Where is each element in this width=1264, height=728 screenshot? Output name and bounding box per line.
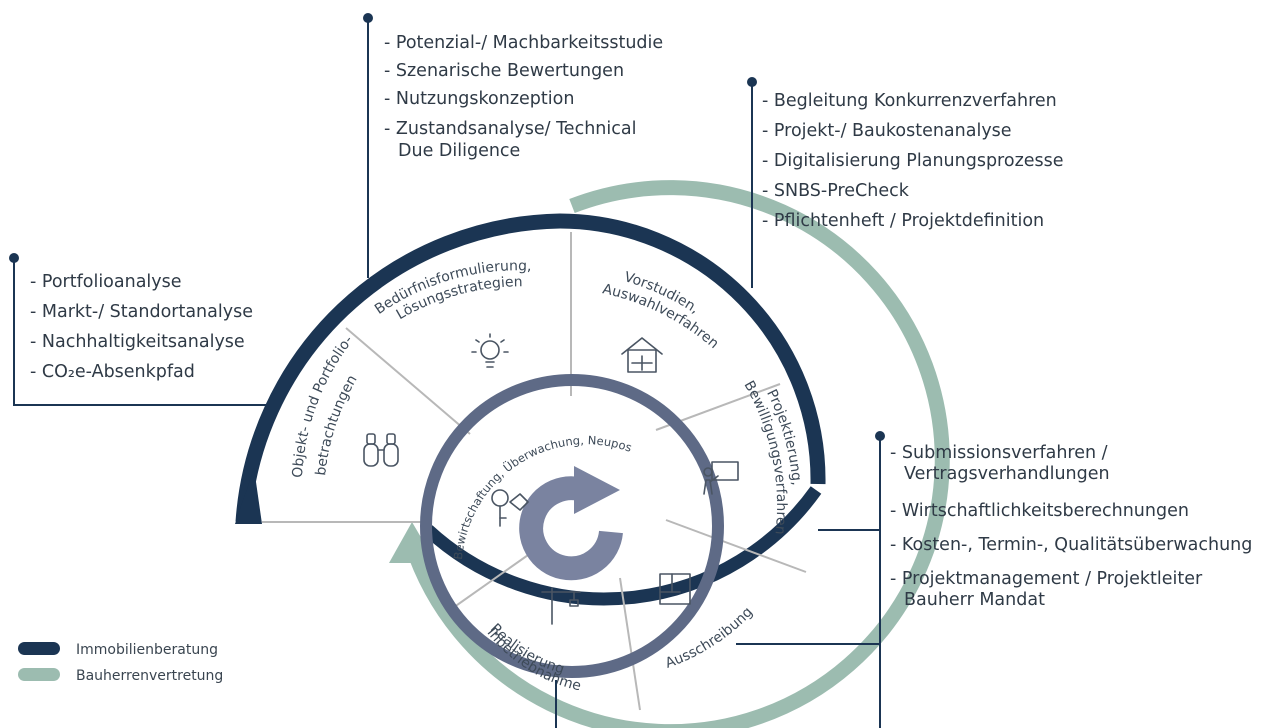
callout-top-item: - Potenzial-/ Machbarkeitsstudie <box>384 33 663 53</box>
callout-right-top-item: - Projekt-/ Baukostenanalyse <box>762 121 1012 141</box>
segment-dividers <box>262 232 807 711</box>
callout-top-item: - Szenarische Bewertungen <box>384 61 624 81</box>
callout-dot-right-bottom <box>875 431 885 441</box>
callout-top-item-cont: Due Diligence <box>398 141 520 161</box>
callout-right-bottom-item: - Wirtschaftlichkeitsberechnungen <box>890 501 1189 521</box>
callout-top: - Potenzial-/ Machbarkeitsstudie - Szena… <box>384 33 663 161</box>
callout-right-bottom-item-cont: Vertragsverhandlungen <box>904 464 1110 484</box>
callout-dot-left <box>9 253 19 263</box>
house-calculator-icon <box>621 337 663 373</box>
floorplan-icon <box>659 573 691 605</box>
callout-left-item: - Markt-/ Standortanalyse <box>30 302 253 322</box>
callout-left-item: - Nachhaltigkeitsanalyse <box>30 332 245 352</box>
callout-left: - Portfolioanalyse - Markt-/ Standortana… <box>30 272 253 382</box>
segment-label-realisierung-line2: Inbetriebnahme <box>484 625 583 695</box>
immobilien-arc <box>235 213 826 523</box>
legend-label-immobilien: Immobilienberatung <box>76 642 218 658</box>
callout-right-bottom: - Submissionsverfahren / Vertragsverhand… <box>890 443 1252 610</box>
callout-dot-top <box>363 13 373 23</box>
binoculars-icon <box>363 433 399 467</box>
legend-swatch-bauherren <box>18 668 60 681</box>
callout-right-top-item: - Begleitung Konkurrenzverfahren <box>762 91 1057 111</box>
crane-icon <box>541 587 581 625</box>
segment-label-realisierung-b: Inbetriebnahme <box>484 625 583 695</box>
callout-top-item: - Zustandsanalyse/ Technical <box>384 119 636 139</box>
callout-top-item: - Nutzungskonzeption <box>384 89 574 109</box>
callout-right-top-item: - Pflichtenheft / Projektdefinition <box>762 211 1044 231</box>
callout-right-bottom-item: - Submissionsverfahren / <box>890 443 1108 463</box>
bauherren-arc <box>404 180 950 728</box>
callout-right-top-item: - Digitalisierung Planungsprozesse <box>762 151 1064 171</box>
callout-connectors <box>13 19 881 728</box>
keys-icon <box>491 489 529 527</box>
legend-swatch-immobilien <box>18 642 60 655</box>
callout-right-bottom-item: - Projektmanagement / Projektleiter <box>890 569 1203 589</box>
lightbulb-icon <box>471 333 509 368</box>
cycle-arrow-head <box>574 466 620 514</box>
callout-right-top-item: - SNBS-PreCheck <box>762 181 910 201</box>
presentation-icon <box>703 461 739 495</box>
callout-dot-right-top <box>747 77 757 87</box>
callout-right-top: - Begleitung Konkurrenzverfahren - Proje… <box>762 91 1064 231</box>
callout-right-bottom-item: - Kosten-, Termin-, Qualitätsüberwachung <box>890 535 1252 555</box>
immobilien-arrowhead <box>235 468 262 524</box>
segment-label-ausschreibung: Ausschreibung <box>663 604 756 672</box>
callout-left-item: - Portfolioanalyse <box>30 272 182 292</box>
segment-label-ausschreibung-line1: Ausschreibung <box>663 604 756 672</box>
inner-ring <box>420 374 724 678</box>
callout-left-item: - CO₂e-Absenkpfad <box>30 362 195 382</box>
callout-right-bottom-item-cont: Bauherr Mandat <box>904 590 1045 610</box>
legend-label-bauherren: Bauherrenvertretung <box>76 668 223 684</box>
cycle-arrow <box>519 476 623 581</box>
immobilien-lower-ring <box>423 486 822 606</box>
legend: Immobilienberatung Bauherrenvertretung <box>18 642 223 684</box>
